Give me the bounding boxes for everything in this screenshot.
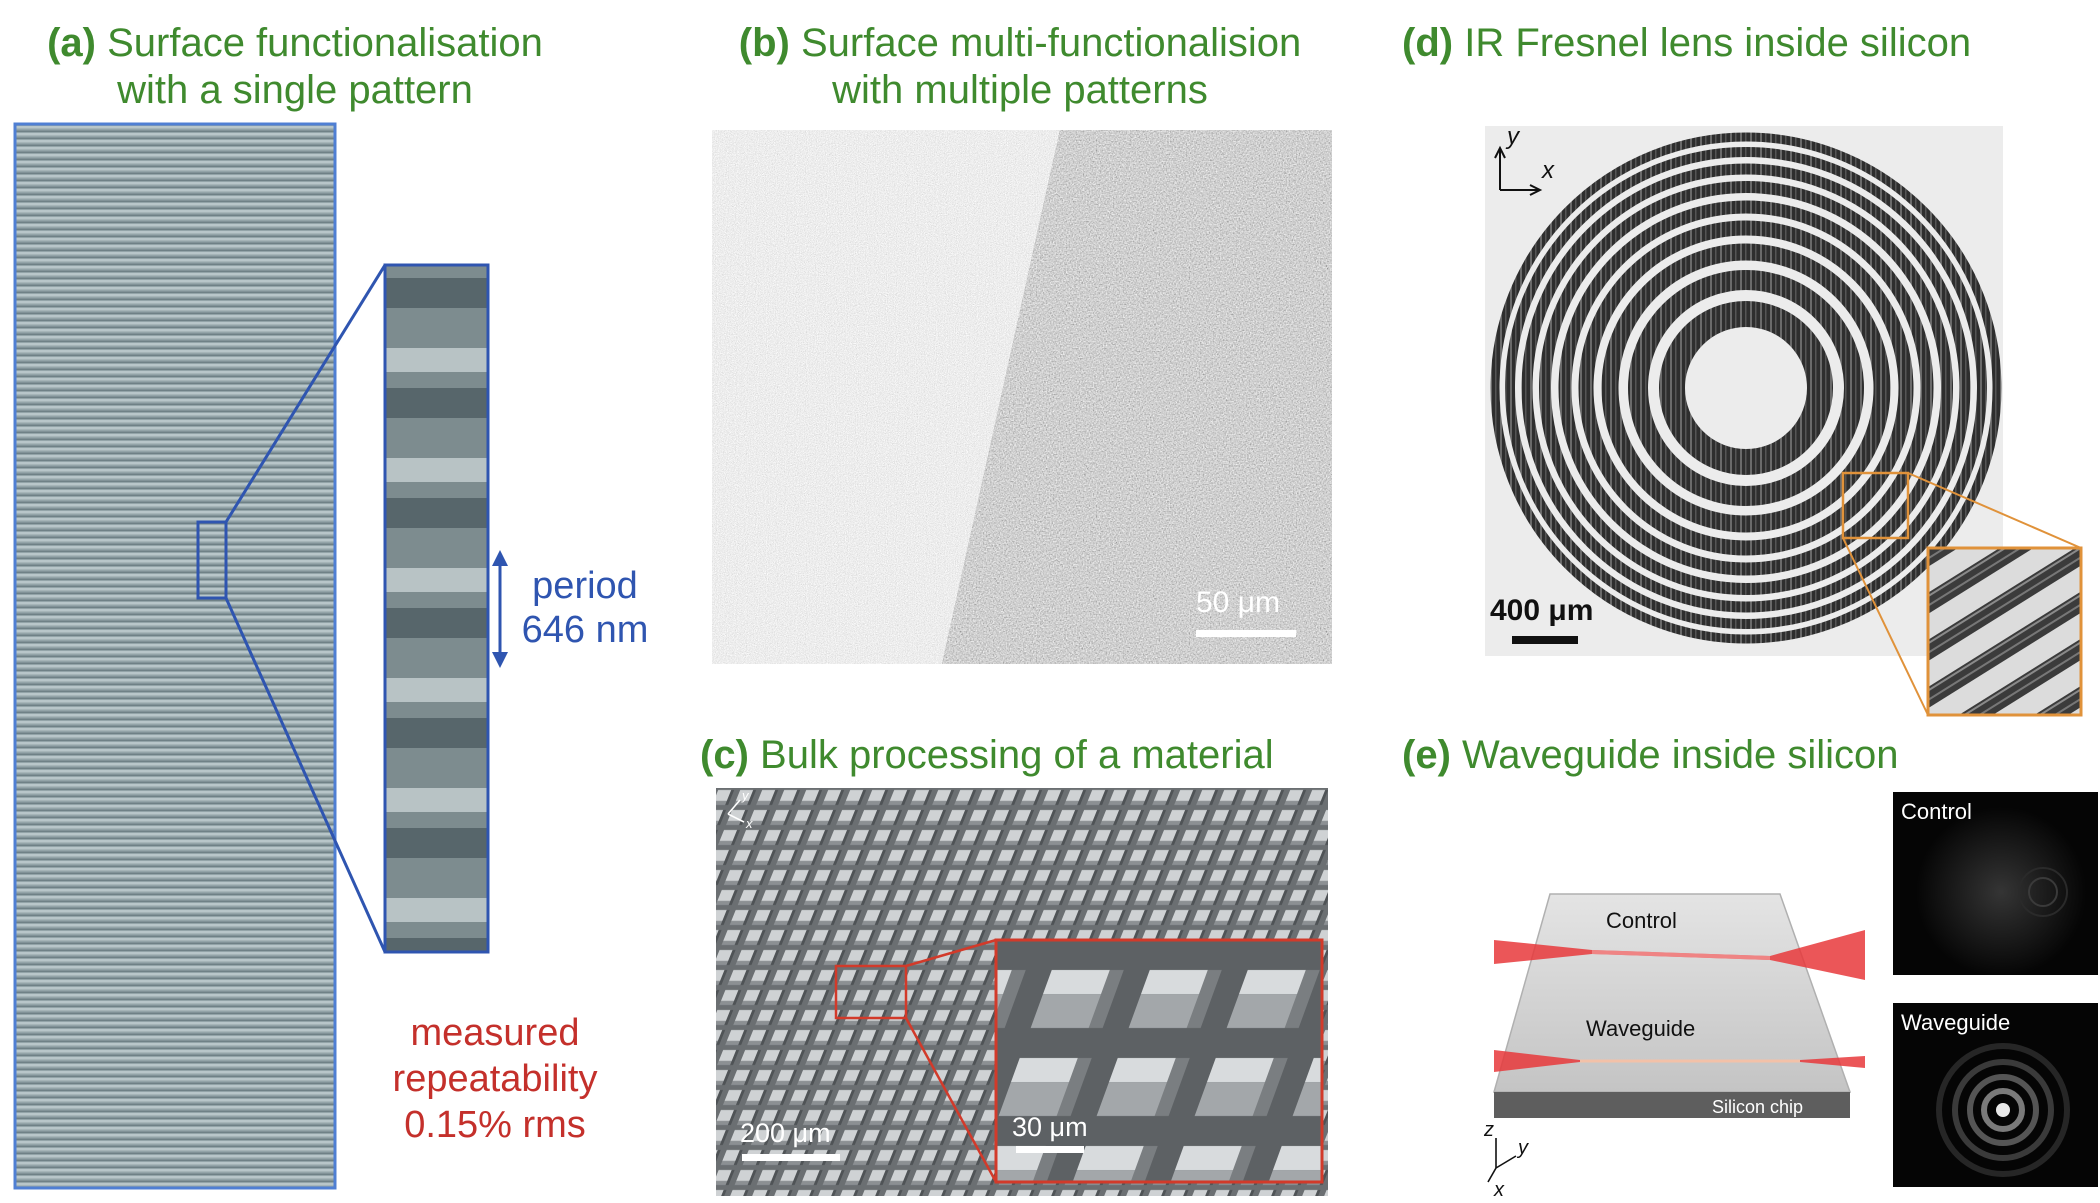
panel-c-inset-scale-bar — [1016, 1146, 1084, 1153]
panel-a-title-line2: with a single pattern — [117, 68, 473, 112]
panel-d-axis-glyph — [1494, 145, 1543, 196]
panel-b-title: (b) Surface multi-functionalision with m… — [680, 20, 1360, 114]
panel-c-inset-scale-label: 30 μm — [1012, 1112, 1088, 1142]
repeatability-line1: measured — [410, 1012, 580, 1054]
repeatability-line2: repeatability — [392, 1058, 598, 1100]
waveguide-image-label: Waveguide — [1901, 1010, 2010, 1035]
panel-e-tag: (e) — [1402, 733, 1451, 777]
period-value: 646 nm — [521, 609, 649, 651]
control-image-label: Control — [1901, 799, 1972, 824]
panel-c-axis-y-label: y — [741, 788, 750, 803]
panel-d-zoom-inset — [1926, 546, 2083, 717]
silicon-chip-label: Silicon chip — [1712, 1097, 1803, 1117]
control-beam-label: Control — [1606, 908, 1677, 933]
panel-c-zoom-region — [834, 964, 908, 1020]
panel-b-image — [712, 130, 1332, 664]
panel-d-scale-bar — [1512, 636, 1578, 644]
panel-b-scale-label: 50 μm — [1196, 586, 1280, 619]
panel-a-title-line1: Surface functionalisation — [107, 21, 543, 65]
panel-d-title: (d) IR Fresnel lens inside silicon — [1402, 20, 2002, 67]
panel-c-tag: (c) — [700, 733, 749, 777]
panel-b-scale-bar — [1196, 630, 1296, 637]
panel-d-axis-y-label: y — [1505, 123, 1521, 150]
control-beam-image: Control — [1893, 792, 2098, 975]
period-label: period 646 nm — [505, 564, 665, 652]
panel-e-axis-x-label: x — [1493, 1179, 1505, 1200]
panel-e-diagram: Control Waveguide Silicon chip z y x — [1483, 893, 1865, 1200]
panel-e-axis-glyph — [1487, 1138, 1517, 1183]
panel-d-tag: (d) — [1402, 21, 1454, 65]
panel-e-axis-z-label: z — [1483, 1119, 1494, 1141]
panel-b-tag: (b) — [738, 21, 790, 65]
fresnel-rings — [1490, 132, 2002, 644]
panel-e-axis-y-label: y — [1516, 1137, 1529, 1159]
period-arrow — [492, 550, 508, 668]
panel-a-title: (a) Surface functionalisation with a sin… — [0, 20, 590, 114]
panel-c-title: (c) Bulk processing of a material — [700, 732, 1300, 779]
panel-c-axis-x-label: x — [745, 816, 753, 831]
repeatability-value: 0.15% rms — [404, 1104, 586, 1146]
panel-c-axis-glyph — [727, 799, 745, 823]
panel-c-title-text: Bulk processing of a material — [760, 733, 1274, 777]
panel-a-main-image — [13, 122, 337, 1190]
panel-d-figure: y x — [1485, 123, 2083, 717]
panel-a-tag: (a) — [47, 21, 96, 65]
panel-c-scale-bar — [742, 1154, 840, 1161]
panel-b-title-line2: with multiple patterns — [832, 68, 1208, 112]
waveguide-beam-label: Waveguide — [1586, 1016, 1695, 1041]
panel-d-title-text: IR Fresnel lens inside silicon — [1464, 21, 1972, 65]
panel-e-title-text: Waveguide inside silicon — [1462, 733, 1899, 777]
panel-d-axis-x-label: x — [1541, 157, 1555, 184]
panel-c-scale-label: 200 μm — [740, 1118, 831, 1148]
period-label-text: period — [532, 565, 638, 607]
panel-c-zoom-inset — [994, 938, 1324, 1184]
panel-a-figure — [13, 122, 508, 1190]
waveguide-mode-rings — [1936, 1043, 2070, 1177]
silicon-chip-edge — [1494, 1092, 1850, 1118]
panel-a-zoom-inset — [383, 263, 490, 954]
panel-b-title-line1: Surface multi-functionalision — [800, 21, 1302, 65]
panel-d-zoom-region — [1841, 471, 1910, 540]
panel-d-scale-label: 400 μm — [1490, 594, 1594, 627]
panel-a-zoom-region — [196, 520, 228, 600]
panel-c-figure: y x — [716, 788, 1328, 1196]
panel-e-title: (e) Waveguide inside silicon — [1402, 732, 2002, 779]
control-beam-inner — [1592, 950, 1770, 960]
repeatability-label: measured repeatability 0.15% rms — [355, 1010, 635, 1148]
waveguide-beam-image: Waveguide — [1893, 1003, 2098, 1187]
